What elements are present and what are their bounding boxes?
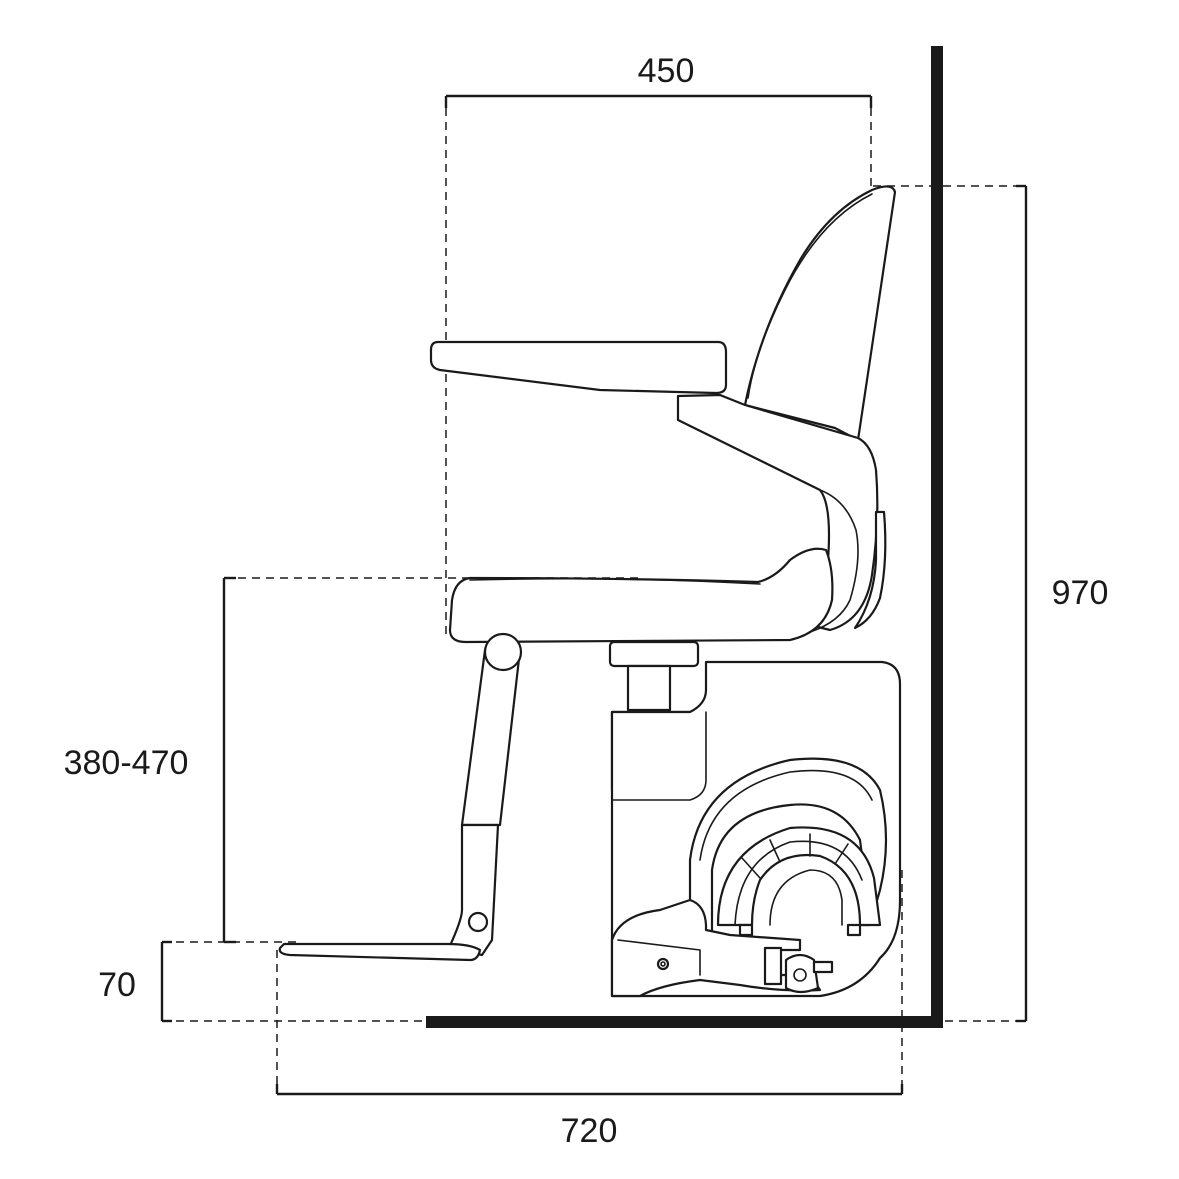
floor [426,1016,943,1028]
bolt [656,957,670,971]
seat [448,547,834,644]
dimension-label-970: 970 [1052,574,1109,612]
drive-gear [716,826,882,937]
dimension-label-380-470: 380-470 [64,744,189,782]
pivot [483,632,523,672]
backrest [743,185,897,442]
dimension-label-720: 720 [561,1112,618,1150]
dimension-970: 970 [873,184,1109,1023]
footrest [278,942,482,962]
footrest-strut [460,648,522,827]
seat-column-top [608,640,700,668]
seat-column [626,664,672,712]
dimension-label-70: 70 [98,966,136,1004]
dimension-720: 720 [275,870,904,1150]
dimension-label-450: 450 [638,52,695,90]
armrest [429,340,728,395]
stairlift-chair [278,185,902,998]
dimension-450: 450 [444,52,873,640]
dimension-70: 70 [98,940,426,1023]
wall [931,46,943,1028]
